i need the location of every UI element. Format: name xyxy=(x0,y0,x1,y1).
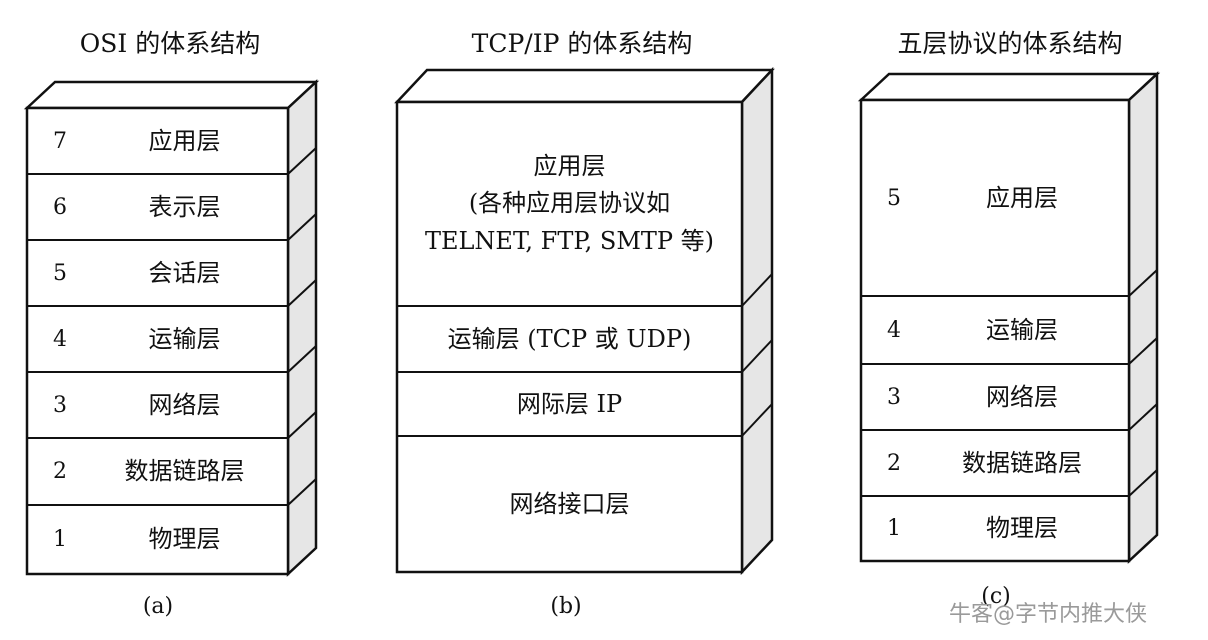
osi-layer-application: 7 应用层 xyxy=(27,108,288,174)
layer-label: 会话层 xyxy=(148,258,221,287)
caption-c: (c) xyxy=(981,584,1011,609)
layer-label: 运输层 (TCP 或 UDP) xyxy=(447,324,692,353)
layer-number: 5 xyxy=(887,185,901,211)
watermark: 牛客@字节内推大侠 xyxy=(948,602,1148,627)
tcpip-layer-transport: 运输层 (TCP 或 UDP) xyxy=(397,306,742,372)
layer-label: 网络接口层 xyxy=(509,489,630,518)
layer-label: 表示层 xyxy=(148,192,221,221)
osi-layer-physical: 1 物理层 xyxy=(27,505,288,574)
layer-number: 2 xyxy=(887,450,901,476)
layer-number: 1 xyxy=(53,527,67,552)
layer-number: 4 xyxy=(53,326,67,352)
five-layer-datalink: 2 数据链路层 xyxy=(861,430,1129,496)
layer-number: 1 xyxy=(887,516,901,541)
osi-stack-box xyxy=(23,79,320,577)
tcpip-layer-internet: 网际层 IP xyxy=(397,372,742,436)
five-layer-physical: 1 物理层 xyxy=(861,496,1129,561)
osi-layer-datalink: 2 数据链路层 xyxy=(27,438,288,505)
layer-label: 应用层 (各种应用层协议如 TELNET, FTP, SMTP 等) xyxy=(397,148,742,260)
osi-layer-network: 3 网络层 xyxy=(27,372,288,438)
layer-label: 运输层 xyxy=(148,324,221,353)
layer-label: 网络层 xyxy=(986,382,1058,411)
tcpip-layer-application: 应用层 (各种应用层协议如 TELNET, FTP, SMTP 等) xyxy=(397,102,742,306)
layer-number: 6 xyxy=(53,194,67,220)
layer-number: 7 xyxy=(53,128,67,154)
tcpip-layer-network-interface: 网络接口层 xyxy=(397,436,742,572)
layer-number: 2 xyxy=(53,459,67,484)
osi-title: OSI 的体系结构 xyxy=(79,29,261,58)
layer-label: 网络层 xyxy=(148,390,221,419)
five-layer-application: 5 应用层 xyxy=(861,100,1129,296)
layer-number: 3 xyxy=(53,392,67,418)
osi-layer-session: 5 会话层 xyxy=(27,240,288,306)
layer-label-line: (各种应用层协议如 xyxy=(468,189,671,218)
osi-layer-transport: 4 运输层 xyxy=(27,306,288,372)
layer-label: 物理层 xyxy=(986,514,1058,543)
tcpip-stack-box xyxy=(394,66,775,576)
layer-label: 运输层 xyxy=(986,315,1058,344)
layer-number: 3 xyxy=(887,384,901,410)
layer-label: 应用层 xyxy=(986,183,1058,212)
layer-label-line: TELNET, FTP, SMTP 等) xyxy=(424,226,715,255)
layer-label: 物理层 xyxy=(148,525,221,554)
layer-label: 数据链路层 xyxy=(962,448,1082,477)
caption-b: (b) xyxy=(550,594,582,619)
five-layer-title: 五层协议的体系结构 xyxy=(897,29,1123,58)
layer-label: 网际层 IP xyxy=(516,389,623,418)
layer-number: 5 xyxy=(53,260,67,286)
layer-label: 数据链路层 xyxy=(124,457,245,486)
layer-label-line: 应用层 xyxy=(533,152,606,181)
five-layer-stack-box xyxy=(857,71,1161,564)
layer-label: 应用层 xyxy=(148,126,221,155)
five-layer-network: 3 网络层 xyxy=(861,364,1129,430)
tcpip-title: TCP/IP 的体系结构 xyxy=(471,29,693,58)
caption-a: (a) xyxy=(142,594,174,619)
layer-number: 4 xyxy=(887,317,901,343)
five-layer-transport: 4 运输层 xyxy=(861,296,1129,364)
osi-layer-presentation: 6 表示层 xyxy=(27,174,288,240)
